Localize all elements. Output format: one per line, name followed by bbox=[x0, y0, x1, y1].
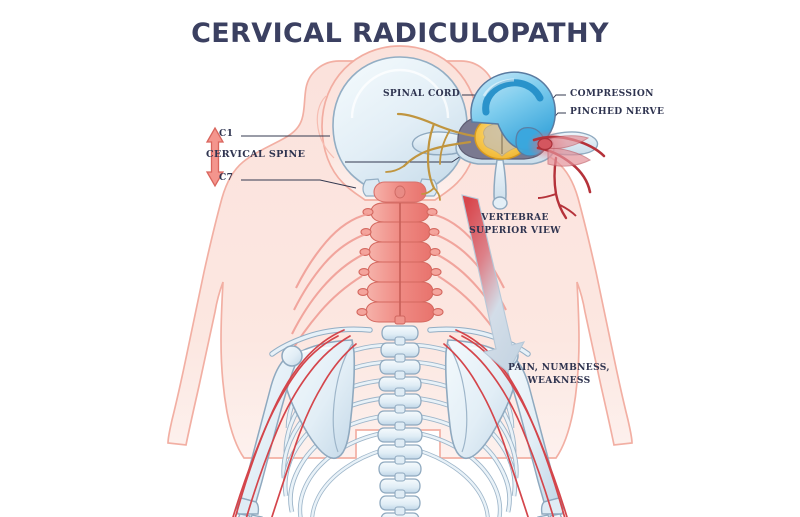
skin-contour-left bbox=[316, 95, 335, 159]
label-symptoms-line1: PAIN, NUMBNESS, bbox=[508, 362, 610, 373]
label-compression: COMPRESSION bbox=[570, 88, 654, 99]
foramen-magnum bbox=[394, 185, 406, 199]
nerve-root-left bbox=[385, 112, 476, 201]
pinched-nerve-twig-2 bbox=[559, 204, 577, 217]
c7-spinous-process bbox=[394, 315, 406, 325]
disc-highlight bbox=[482, 78, 515, 97]
label-pinched-nerve: PINCHED NERVE bbox=[570, 106, 665, 117]
elbow-left bbox=[236, 497, 260, 515]
transverse-processes bbox=[356, 208, 444, 316]
spinous-process-tip bbox=[492, 196, 508, 210]
skull bbox=[332, 56, 468, 203]
elbow-right bbox=[540, 497, 564, 515]
cranium bbox=[332, 56, 468, 191]
label-cervical-spine: CERVICAL SPINE bbox=[206, 149, 306, 160]
cranium-highlight bbox=[350, 68, 450, 119]
pain-arrow bbox=[461, 194, 526, 373]
vertebra-inset bbox=[385, 71, 606, 220]
label-vertebrae-view-line1: VERTEBRAE bbox=[481, 212, 549, 223]
double-headed-arrow bbox=[205, 126, 225, 188]
disc-inner-shade bbox=[482, 79, 544, 116]
label-vertebrae-view-line2: SUPERIOR VIEW bbox=[469, 225, 561, 236]
label-spinal-cord: SPINAL CORD bbox=[382, 88, 460, 99]
label-symptoms-line2: WEAKNESS bbox=[527, 375, 591, 386]
label-c1: C1 bbox=[219, 128, 234, 139]
page-title: CERVICAL RADICULOPATHY bbox=[191, 18, 609, 49]
scapulae bbox=[282, 339, 518, 459]
scapula-left-ridge bbox=[332, 343, 353, 453]
label-c7: C7 bbox=[219, 172, 234, 183]
pinched-nerve-twig-1 bbox=[537, 193, 557, 199]
clavicle-left-inner bbox=[270, 327, 372, 356]
nerve-compression-point bbox=[537, 137, 553, 151]
nerve-sheath-wing-2 bbox=[543, 135, 590, 149]
nerve-root-right bbox=[532, 135, 606, 220]
leader-c7 bbox=[241, 179, 357, 189]
scapula-right-ridge bbox=[447, 343, 468, 453]
pain-arrow-shape bbox=[461, 194, 526, 373]
humeral-head-left bbox=[281, 345, 303, 367]
ribcage bbox=[281, 342, 519, 517]
cervical-range-arrow bbox=[205, 126, 225, 188]
spinous-processes bbox=[394, 336, 406, 516]
thoracic-spine bbox=[377, 325, 423, 517]
nerve-sheath-wing-1 bbox=[547, 147, 591, 167]
thoracic-vertebrae bbox=[377, 325, 423, 517]
cervical-spine-highlighted bbox=[289, 202, 511, 355]
cervical-vertebra-group bbox=[356, 202, 444, 325]
